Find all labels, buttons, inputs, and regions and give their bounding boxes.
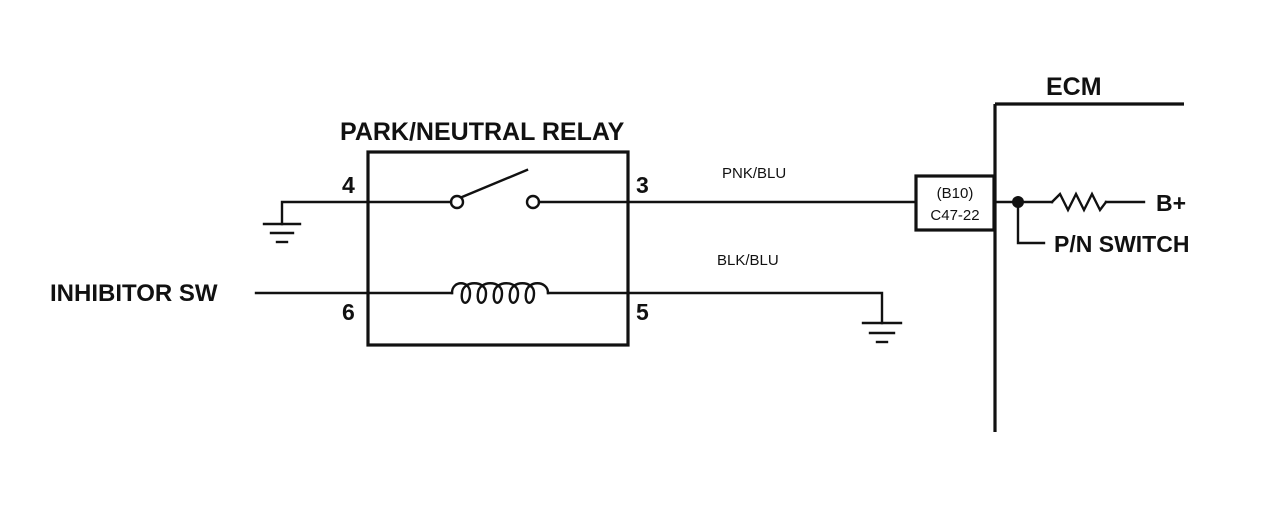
pin-3-label: 3 bbox=[636, 172, 649, 198]
b-plus-label: B+ bbox=[1156, 190, 1186, 216]
ground-symbol-left bbox=[262, 200, 370, 244]
relay-title: PARK/NEUTRAL RELAY bbox=[340, 118, 625, 146]
ecm-boundary bbox=[993, 102, 1184, 432]
pin-5-label: 5 bbox=[636, 299, 649, 325]
relay-coil bbox=[366, 282, 630, 304]
ecm-title: ECM bbox=[1046, 73, 1102, 101]
wire-pnk-blu-label: PNK/BLU bbox=[722, 165, 786, 182]
pn-switch-lead bbox=[1016, 200, 1046, 245]
pin-4-label: 4 bbox=[342, 172, 355, 198]
ground-symbol-right bbox=[861, 321, 903, 344]
inhibitor-sw-label: INHIBITOR SW bbox=[50, 280, 218, 307]
relay-switch-contact bbox=[366, 168, 630, 210]
pin-6-label: 6 bbox=[342, 299, 355, 325]
pn-switch-label: P/N SWITCH bbox=[1054, 231, 1189, 257]
connector-id: (B10) bbox=[937, 185, 974, 202]
relay-box bbox=[366, 150, 630, 347]
connector-pin: C47-22 bbox=[930, 207, 979, 224]
wire-blk-blu-label: BLK/BLU bbox=[717, 252, 779, 269]
pull-up-resistor bbox=[1050, 191, 1108, 213]
wire-blk-blu bbox=[626, 291, 884, 325]
